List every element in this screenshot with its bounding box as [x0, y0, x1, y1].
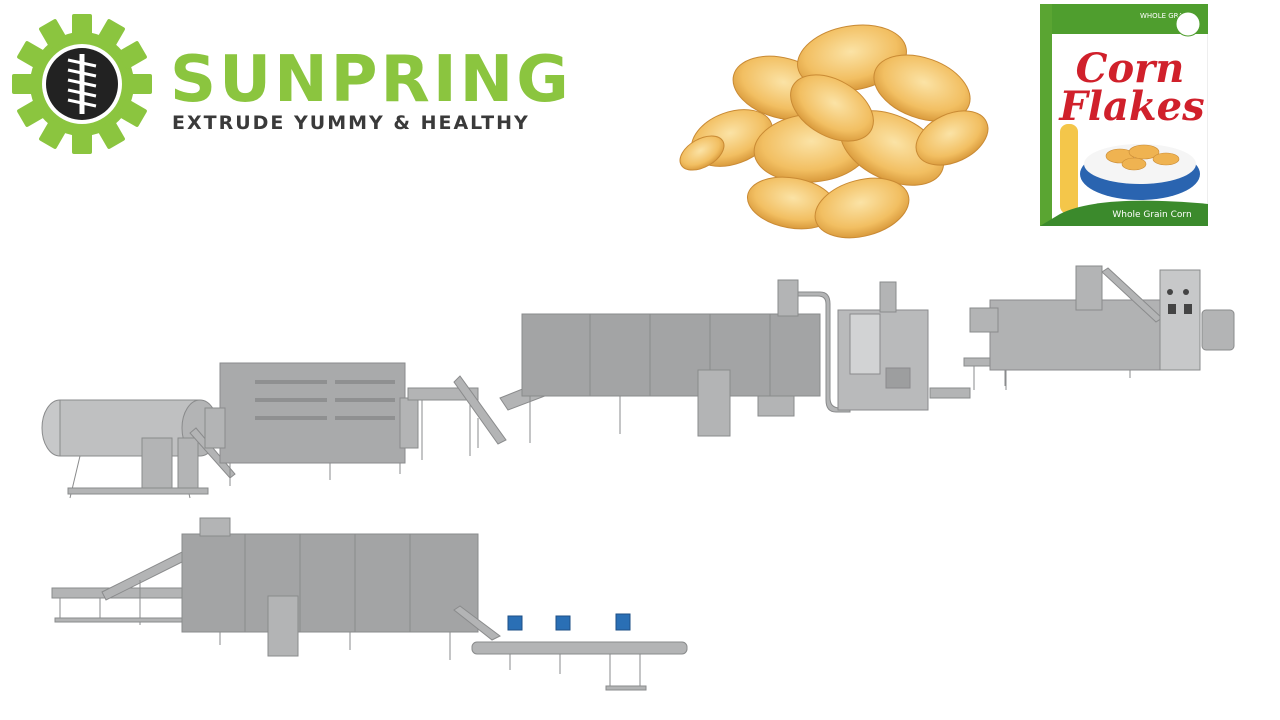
box-title-flakes: Flakes [1058, 83, 1204, 130]
production-line-lower [51, 517, 688, 691]
production-line-upper [41, 265, 1235, 499]
extruder [929, 265, 1235, 399]
feeding-conveyor [51, 551, 187, 625]
flaking-mill [837, 281, 929, 411]
box-title-corn: Corn [1076, 45, 1185, 92]
gear-screw-icon [12, 14, 152, 154]
packing-conveyor [453, 605, 688, 691]
toasting-oven [499, 279, 821, 443]
box-top-label: WHOLE GRAIN [1140, 12, 1190, 20]
dryer-1 [204, 362, 419, 486]
cereal-box-image: WHOLE GRAIN Corn Flakes Whole Grain Corn [1040, 4, 1208, 226]
brand-name: SUNPRING [170, 43, 572, 117]
corn-flakes-image [679, 24, 989, 239]
elevator-conveyor [407, 375, 507, 460]
brand-tagline: EXTRUDE YUMMY & HEALTHY [172, 112, 530, 134]
box-ribbon: Whole Grain Corn [1112, 210, 1191, 220]
cooling-dryer [181, 517, 479, 660]
